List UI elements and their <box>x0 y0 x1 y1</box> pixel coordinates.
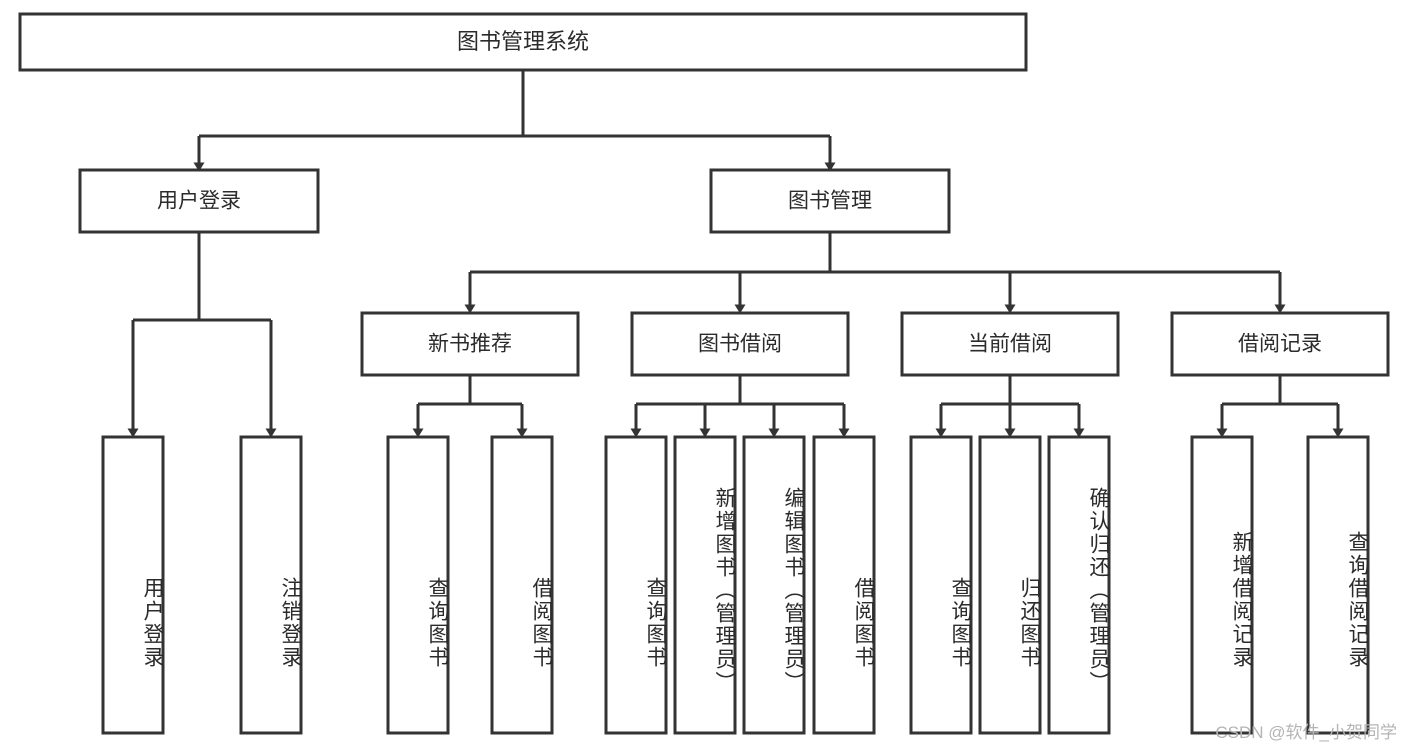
edge-group-root <box>193 70 836 172</box>
edge-group-book-borrow <box>630 375 850 438</box>
node-new-book-recommend[interactable]: 新书推荐 <box>360 311 580 377</box>
node-book-manage-box[interactable] <box>709 168 951 234</box>
leaf-box-new-book-2[interactable] <box>490 435 554 735</box>
node-borrow-record-box[interactable] <box>1170 311 1390 377</box>
leaf-box-new-book-1[interactable] <box>386 435 450 735</box>
leaf-box-book-borrow-2[interactable] <box>673 435 737 735</box>
node-user-login-box[interactable] <box>78 168 320 234</box>
node-root-box[interactable] <box>18 12 1028 72</box>
edge-group-current-borrow <box>935 375 1085 438</box>
node-user-login[interactable]: 用户登录 <box>78 168 320 234</box>
node-book-borrow-box[interactable] <box>630 311 850 377</box>
leaf-box-borrow-record-1[interactable] <box>1190 435 1254 735</box>
leaf-boxes-borrow-record <box>1190 435 1370 735</box>
leaf-boxes-user-login <box>101 435 303 735</box>
node-root-label: 图书管理系统 <box>457 29 589 54</box>
node-book-borrow[interactable]: 图书借阅 <box>630 311 850 377</box>
leaf-box-current-borrow-2[interactable] <box>978 435 1042 735</box>
edge-group-user-login <box>127 232 277 438</box>
node-book-manage-label: 图书管理 <box>788 190 872 213</box>
node-current-borrow[interactable]: 当前借阅 <box>900 311 1120 377</box>
csdn-watermark: CSDN @软件_小贺同学 <box>1215 723 1397 742</box>
node-new-book-recommend-box[interactable] <box>360 311 580 377</box>
edge-group-book-manage <box>464 232 1286 314</box>
edge-group-borrow-record <box>1216 375 1344 438</box>
node-user-login-label: 用户登录 <box>157 190 241 213</box>
node-root[interactable]: 图书管理系统 <box>18 12 1028 72</box>
leaf-boxes-new-book <box>386 435 554 735</box>
leaf-boxes-book-borrow <box>604 435 876 735</box>
leaf-box-book-borrow-1[interactable] <box>604 435 668 735</box>
leaf-box-borrow-record-2[interactable] <box>1306 435 1370 735</box>
leaf-box-current-borrow-3[interactable] <box>1047 435 1111 735</box>
node-borrow-record-label: 借阅记录 <box>1238 333 1322 356</box>
node-borrow-record[interactable]: 借阅记录 <box>1170 311 1390 377</box>
leaf-box-current-borrow-1[interactable] <box>909 435 973 735</box>
leaf-box-user-login-1[interactable] <box>101 435 165 735</box>
node-book-manage[interactable]: 图书管理 <box>709 168 951 234</box>
node-current-borrow-label: 当前借阅 <box>968 333 1052 356</box>
edge-group-new-book <box>412 375 528 438</box>
leaf-box-book-borrow-4[interactable] <box>812 435 876 735</box>
node-current-borrow-box[interactable] <box>900 311 1120 377</box>
leaf-box-book-borrow-3[interactable] <box>742 435 806 735</box>
node-book-borrow-label: 图书借阅 <box>698 333 782 356</box>
leaf-boxes-current-borrow <box>909 435 1111 735</box>
node-new-book-recommend-label: 新书推荐 <box>428 333 512 356</box>
leaf-box-user-login-2[interactable] <box>239 435 303 735</box>
